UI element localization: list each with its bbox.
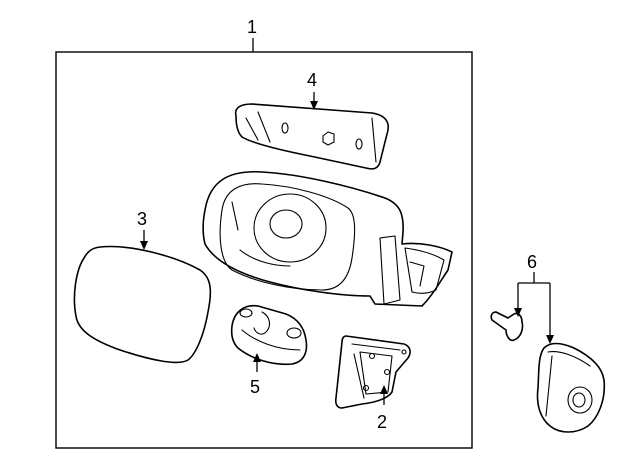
cover-and-bolt-icon (536, 342, 606, 433)
callout-2-label: 2 (377, 412, 387, 432)
mirror-housing-icon (202, 170, 453, 307)
callout-6-arrowhead-left (514, 308, 522, 317)
assembly-frame (55, 51, 473, 449)
callout-2-arrowhead (380, 385, 388, 394)
mount-bracket-icon (334, 335, 411, 409)
callout-5-label: 5 (250, 377, 260, 397)
callout-4-label: 4 (307, 70, 317, 90)
turn-signal-cover-icon (234, 103, 389, 170)
bolt-icon (490, 311, 524, 342)
motor-icon (230, 304, 308, 366)
callout-3-label: 3 (137, 209, 147, 229)
callout-4-arrowhead (310, 101, 318, 110)
callout-1-label: 1 (247, 17, 257, 37)
mirror-glass-icon (73, 245, 212, 364)
callout-3-arrowhead (140, 241, 148, 250)
callout-5-arrowhead (253, 353, 261, 362)
callout-6-arrowhead-right (546, 335, 554, 344)
callout-6-label: 6 (527, 252, 537, 272)
